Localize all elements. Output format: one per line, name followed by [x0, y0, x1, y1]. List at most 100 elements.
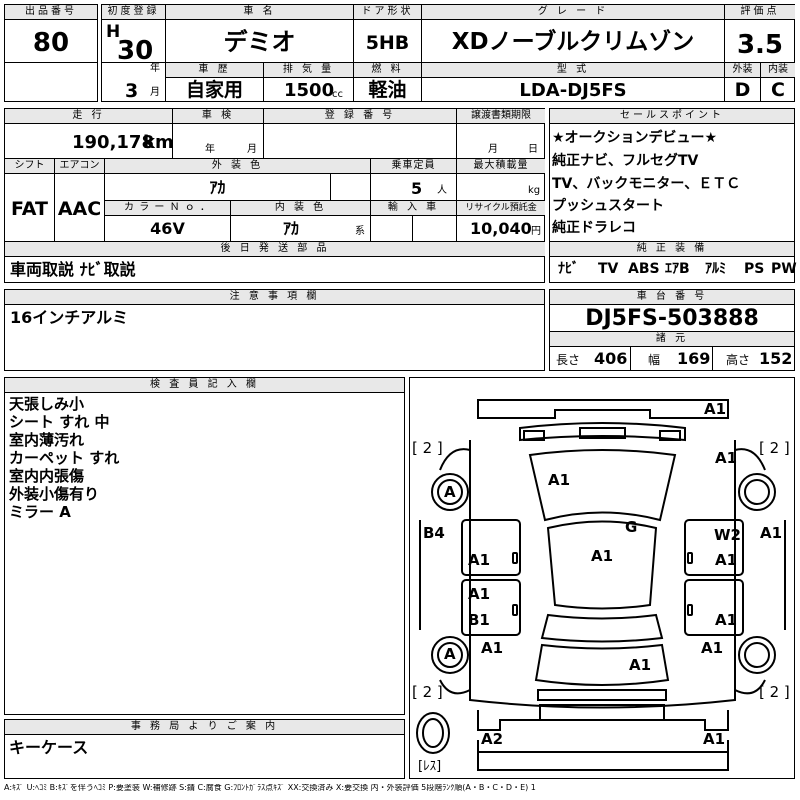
- ext-grade-label: 外装: [725, 63, 760, 77]
- damage-mark: A1: [715, 551, 738, 569]
- history: 自家用: [185, 79, 243, 101]
- int-color-label: 内 装 色: [231, 201, 370, 215]
- equipment-label: 純 正 装 備: [550, 242, 794, 256]
- ac: AAC: [57, 198, 102, 220]
- equipment-item: PS: [744, 261, 765, 277]
- damage-mark: [ 2 ]: [412, 439, 443, 457]
- inspector-label: 検 査 員 記 入 欄: [5, 378, 404, 392]
- chassis-label: 車 台 番 号: [550, 290, 794, 304]
- damage-mark: A2: [481, 730, 504, 748]
- grade-label: グ レ ー ド: [422, 5, 724, 19]
- damage-mark: [ 2 ]: [412, 683, 443, 701]
- mileage-unit: km: [143, 132, 174, 153]
- sales-item: 純正ドラレコ: [552, 220, 636, 236]
- damage-mark: A: [444, 645, 456, 663]
- int-color: ｱｶ: [282, 219, 299, 238]
- reg-year: 30: [117, 36, 154, 66]
- width-label: 幅: [648, 353, 661, 367]
- damage-mark: W2: [714, 526, 741, 544]
- int-grade-label: 内装: [761, 63, 795, 77]
- year-unit: 年: [150, 63, 160, 74]
- length-label: 長さ: [556, 353, 581, 367]
- transfer-day: 日: [528, 144, 538, 155]
- header-box: [101, 4, 795, 102]
- damage-mark: B1: [468, 611, 490, 629]
- inspection-year: 年: [205, 144, 215, 155]
- later-parts: 車両取説 ﾅﾋﾞ取説: [10, 260, 136, 279]
- int-color-unit: 系: [355, 226, 365, 237]
- damage-mark: A1: [591, 547, 614, 565]
- lot-label: 出品番号: [5, 5, 97, 19]
- reg-month: 3: [125, 80, 139, 102]
- damage-mark: [ 2 ]: [759, 439, 790, 457]
- color-no: 46V: [150, 219, 185, 238]
- notes-label: 注 意 事 項 欄: [5, 290, 544, 304]
- equipment-item: ｱﾙﾐ: [705, 261, 726, 277]
- lot-number: 80: [32, 28, 70, 58]
- inspector-line: 室内内張傷: [9, 467, 85, 485]
- color-no-label: カ ラ ー Ｎ ｏ ．: [105, 201, 230, 215]
- ac-label: エアコン: [55, 159, 104, 173]
- sales-item: TV、バックモニター、ＥＴＣ: [552, 176, 741, 192]
- model-code: LDA-DJ5FS: [519, 80, 627, 101]
- model-label: 型 式: [422, 63, 724, 77]
- load-unit: kg: [528, 185, 541, 196]
- recycle-label: リサイクル預託金: [457, 201, 545, 215]
- chassis-number: DJ5FS-503888: [585, 306, 759, 331]
- reg-no-label: 登 録 番 号: [264, 109, 456, 123]
- damage-mark: A1: [548, 471, 571, 489]
- score-label: 評価点: [725, 5, 795, 19]
- int-grade: C: [771, 79, 785, 101]
- legend: A:ｷｽﾞ U:ﾍｺﾐ B:ｷｽﾞを伴うﾍｺﾐ P:要塗装 W:補修跡 S:錆 …: [4, 784, 536, 792]
- equipment-item: ﾅﾋﾞ: [558, 261, 579, 277]
- inspection-label: 車 検: [173, 109, 263, 123]
- door-label: ドア形状: [354, 5, 421, 19]
- recycle: 10,040: [470, 219, 532, 238]
- sales-item: ★オークションデビュー★: [552, 130, 718, 146]
- displacement: 1500: [284, 80, 335, 101]
- displacement-label: 排 気 量: [264, 63, 353, 77]
- inspector-line: シート すれ 中: [9, 413, 110, 431]
- inspection-month: 月: [247, 144, 257, 155]
- width: 169: [677, 349, 711, 368]
- grade: XDノーブルクリムゾン: [451, 29, 695, 55]
- damage-mark: A1: [715, 611, 738, 629]
- damage-mark: A1: [701, 639, 724, 657]
- car-diagram: [416, 399, 786, 771]
- import-label: 輸 入 車: [371, 201, 456, 215]
- displacement-unit: cc: [332, 89, 343, 100]
- damage-mark: A1: [481, 639, 504, 657]
- equipment-item: PW: [771, 261, 797, 277]
- damage-mark: A1: [629, 656, 652, 674]
- sales-label: セールスポイント: [550, 109, 794, 123]
- damage-mark: A1: [704, 400, 727, 418]
- later-label: 後 日 発 送 部 品: [5, 242, 545, 256]
- damage-mark: A1: [760, 524, 783, 542]
- inspector-box: [4, 377, 405, 715]
- shift-label: シフト: [5, 159, 54, 173]
- month-unit: 月: [150, 87, 160, 98]
- damage-mark: B4: [423, 524, 445, 542]
- office-label: 事 務 局 よ り ご 案 内: [5, 720, 404, 734]
- damage-mark: A: [444, 483, 456, 501]
- capacity: 5: [411, 179, 423, 198]
- height-label: 高さ: [726, 353, 751, 367]
- fuel-label: 燃 料: [354, 63, 421, 77]
- damage-mark: [ﾚｽ]: [418, 759, 442, 774]
- equipment-item: ｴｱB: [665, 261, 690, 277]
- ext-grade: D: [734, 79, 751, 101]
- car-name-label: 車 名: [166, 5, 353, 19]
- ext-color: ｱｶ: [209, 178, 226, 197]
- lot-box: [4, 4, 98, 102]
- office-text: キーケース: [9, 738, 89, 757]
- transfer-label: 譲渡書類期限: [457, 109, 545, 123]
- sales-item: 純正ナビ、フルセグTV: [552, 153, 699, 169]
- recycle-unit: 円: [531, 226, 541, 237]
- equipment-item: ABS: [628, 261, 660, 277]
- equipment-item: TV: [598, 261, 619, 277]
- damage-mark: A1: [468, 551, 491, 569]
- damage-mark: [ 2 ]: [759, 683, 790, 701]
- ext-color-label: 外 装 色: [105, 159, 370, 173]
- car-name: デミオ: [223, 28, 296, 56]
- era: H: [106, 22, 121, 42]
